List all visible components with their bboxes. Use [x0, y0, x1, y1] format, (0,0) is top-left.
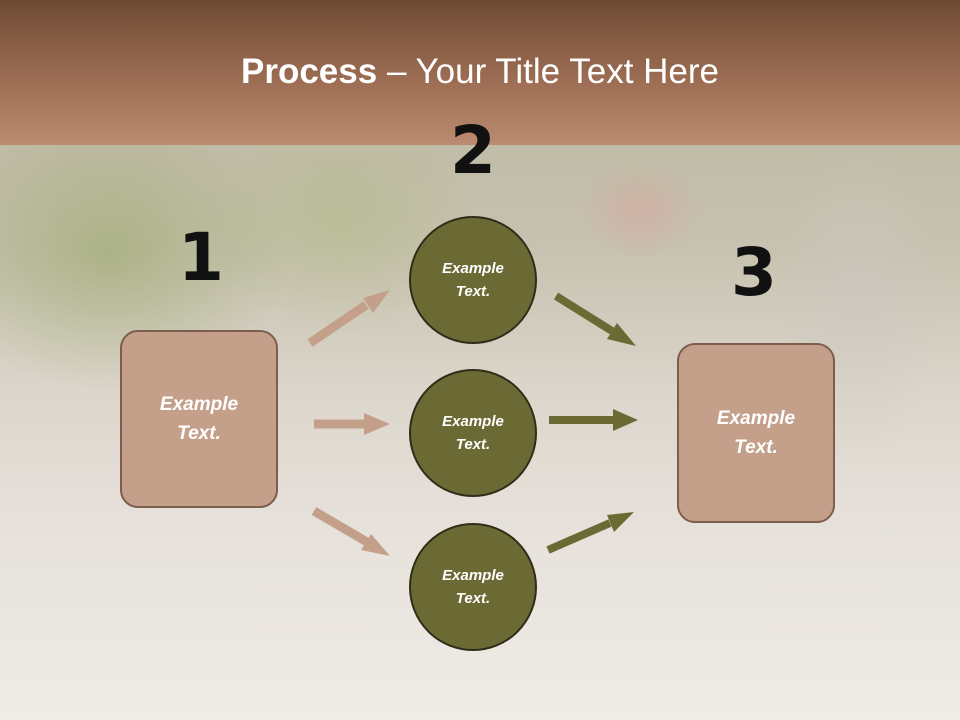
step-2-text-2: Example Text.: [442, 413, 504, 453]
step-2-circle-2: Example Text.: [409, 369, 537, 497]
arrow-1-to-2c: [311, 507, 390, 556]
slide-title: Process – Your Title Text Here: [0, 52, 960, 92]
step-1-box: Example Text.: [120, 330, 278, 508]
step-1-text: Example Text.: [159, 394, 239, 444]
arrow-2a-to-3: [553, 292, 636, 346]
step-1-number: 1: [178, 219, 224, 296]
step-2-text-3: Example Text.: [442, 567, 504, 607]
arrow-2c-to-3: [546, 512, 634, 554]
arrow-1-to-2a: [307, 290, 390, 347]
title-bold: Process: [241, 52, 378, 91]
arrow-1-to-2b: [314, 413, 390, 435]
title-bar: [0, 0, 960, 145]
step-2-number: 2: [450, 112, 496, 189]
step-3-text: Example Text.: [716, 408, 796, 458]
arrow-2b-to-3: [549, 409, 638, 431]
step-2-text-1: Example Text.: [442, 260, 504, 300]
title-rest: – Your Title Text Here: [377, 52, 719, 91]
step-2-circle-3: Example Text.: [409, 523, 537, 651]
step-2-circle-1: Example Text.: [409, 216, 537, 344]
step-3-number: 3: [731, 234, 777, 311]
step-3-box: Example Text.: [677, 343, 835, 523]
